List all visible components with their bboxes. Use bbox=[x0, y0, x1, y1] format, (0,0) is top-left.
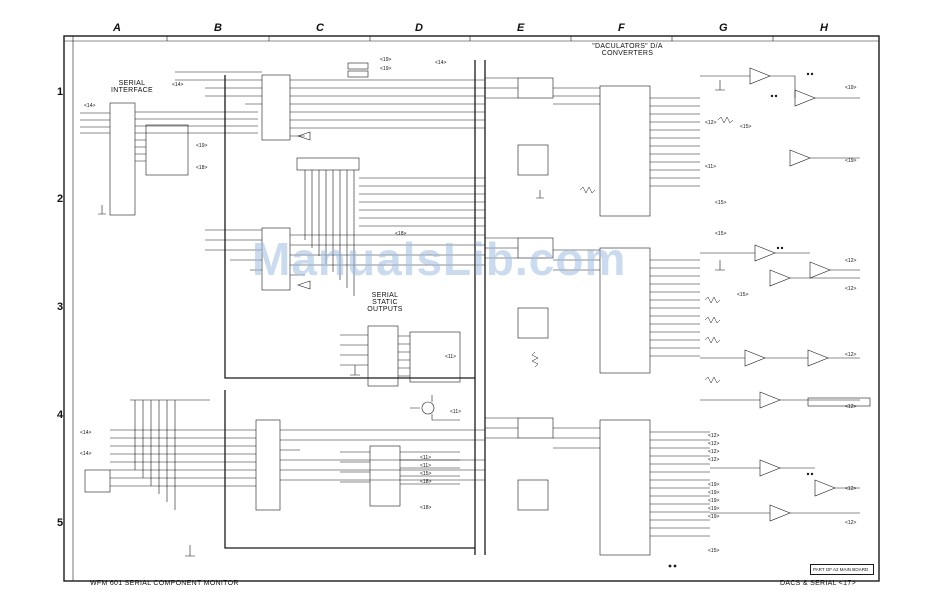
grid-column-f: F bbox=[618, 22, 625, 34]
offpage-ref: <14> bbox=[80, 451, 92, 457]
daculators-title: "DACULATORS" D/A CONVERTERS bbox=[592, 43, 663, 57]
offpage-ref: <11> bbox=[445, 354, 457, 360]
offpage-ref: <11> bbox=[705, 164, 717, 170]
board-label: PART OF A2 MAIN BOARD bbox=[813, 567, 869, 572]
offpage-ref: <19> bbox=[196, 143, 208, 149]
offpage-ref: <12> bbox=[708, 449, 720, 455]
grid-column-b: B bbox=[214, 22, 222, 34]
offpage-ref: <15> bbox=[420, 471, 432, 477]
offpage-ref: <15> bbox=[708, 548, 720, 554]
offpage-ref: <19> bbox=[380, 66, 392, 72]
offpage-ref: <12> bbox=[708, 433, 720, 439]
offpage-ref: <15> bbox=[737, 292, 749, 298]
offpage-ref: <12> bbox=[705, 120, 717, 126]
offpage-ref: <15> bbox=[715, 200, 727, 206]
offpage-ref: <12> bbox=[845, 486, 857, 492]
grid-row-2: 2 bbox=[57, 193, 64, 205]
offpage-ref: <11> bbox=[450, 409, 462, 415]
offpage-ref: <19> bbox=[708, 514, 720, 520]
offpage-ref: <15> bbox=[740, 124, 752, 130]
offpage-ref: <18> bbox=[420, 479, 432, 485]
grid-row-3: 3 bbox=[57, 301, 64, 313]
grid-column-c: C bbox=[316, 22, 324, 34]
offpage-ref: <14> bbox=[84, 103, 96, 109]
offpage-ref: <12> bbox=[845, 286, 857, 292]
offpage-ref: <19> bbox=[708, 490, 720, 496]
footer-page-ref: DACS & SERIAL <17> bbox=[780, 580, 856, 587]
offpage-ref: <19> bbox=[708, 506, 720, 512]
offpage-ref: <11> bbox=[420, 463, 432, 469]
watermark: ManualsLib.com bbox=[252, 233, 627, 285]
grid-column-d: D bbox=[415, 22, 423, 34]
offpage-ref: <12> bbox=[708, 457, 720, 463]
serial-interface-title: SERIAL INTERFACE bbox=[111, 80, 153, 94]
board-label-box: PART OF A2 MAIN BOARD bbox=[810, 564, 874, 575]
offpage-ref: <14> bbox=[80, 430, 92, 436]
offpage-ref: <14> bbox=[172, 82, 184, 88]
offpage-ref: <12> bbox=[845, 520, 857, 526]
grid-row-4: 4 bbox=[57, 409, 64, 421]
grid-row-1: 1 bbox=[57, 86, 64, 98]
offpage-ref: <14> bbox=[435, 60, 447, 66]
offpage-ref: <18> bbox=[196, 165, 208, 171]
offpage-ref: <19> bbox=[708, 498, 720, 504]
grid-column-e: E bbox=[517, 22, 525, 34]
offpage-ref: <15> bbox=[715, 231, 727, 237]
offpage-ref: <12> bbox=[845, 352, 857, 358]
offpage-ref: <19> bbox=[845, 158, 857, 164]
serial-static-outputs-title: SERIAL STATIC OUTPUTS bbox=[367, 292, 403, 313]
grid-row-5: 5 bbox=[57, 517, 64, 529]
grid-column-h: H bbox=[820, 22, 828, 34]
offpage-ref: <12> bbox=[845, 404, 857, 410]
offpage-ref: <11> bbox=[420, 455, 432, 461]
grid-column-a: A bbox=[113, 22, 121, 34]
footer-title: WFM 601 SERIAL COMPONENT MONITOR bbox=[90, 580, 239, 587]
offpage-ref: <19> bbox=[845, 85, 857, 91]
offpage-ref: <12> bbox=[708, 441, 720, 447]
grid-column-g: G bbox=[719, 22, 728, 34]
offpage-ref: <18> bbox=[420, 505, 432, 511]
offpage-ref: <19> bbox=[380, 57, 392, 63]
offpage-ref: <12> bbox=[845, 258, 857, 264]
offpage-ref: <19> bbox=[708, 482, 720, 488]
offpage-ref: <18> bbox=[395, 231, 407, 237]
